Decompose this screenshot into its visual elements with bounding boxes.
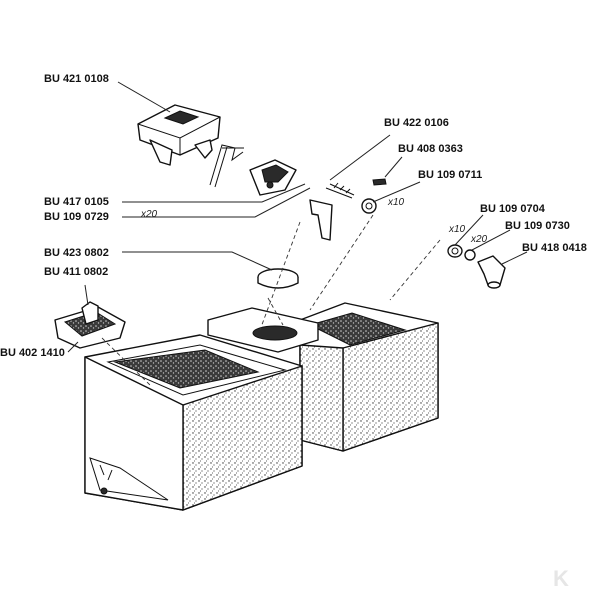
part-label-bu-109-0730: BU 109 0730 xyxy=(505,220,570,232)
quantity-labels: x20 x10 x10 x20 xyxy=(140,197,488,245)
brand-logo: K xyxy=(553,566,569,591)
qty-label-bu-109-0729: x20 xyxy=(140,209,158,220)
part-label-bu-423-0802: BU 423 0802 xyxy=(44,247,109,259)
part-label-bu-421-0108: BU 421 0108 xyxy=(44,73,109,85)
valve-body-part xyxy=(249,159,297,196)
spring-part xyxy=(325,178,387,199)
cap-part xyxy=(257,268,299,289)
part-label-bu-402-1410: BU 402 1410 xyxy=(0,347,65,359)
leader-lines xyxy=(67,81,528,353)
qty-label-bu-109-0730: x20 xyxy=(470,234,488,245)
water-trough xyxy=(84,302,439,511)
part-label-bu-418-0418: BU 418 0418 xyxy=(522,242,587,254)
fitting-parts xyxy=(447,244,506,289)
drain-plug-part xyxy=(54,301,126,349)
float-arm-part xyxy=(209,144,244,188)
bracket-part xyxy=(309,199,333,241)
float-cover-part xyxy=(137,104,221,166)
part-label-bu-417-0105: BU 417 0105 xyxy=(44,196,109,208)
part-label-bu-109-0729: BU 109 0729 xyxy=(44,211,109,223)
part-label-bu-109-0711: BU 109 0711 xyxy=(418,169,482,181)
qty-label-bu-109-0711: x10 xyxy=(387,197,405,208)
part-label-bu-422-0106: BU 422 0106 xyxy=(384,117,449,129)
assembly-guide-lines xyxy=(101,214,441,386)
qty-label-bu-109-0704: x10 xyxy=(448,224,466,235)
part-label-bu-411-0802: BU 411 0802 xyxy=(44,266,108,278)
part-labels: BU 421 0108 BU 422 0106 BU 408 0363 BU 1… xyxy=(0,73,587,359)
part-label-bu-408-0363: BU 408 0363 xyxy=(398,143,463,155)
part-label-bu-109-0704: BU 109 0704 xyxy=(480,203,546,215)
washer-part xyxy=(361,198,377,214)
